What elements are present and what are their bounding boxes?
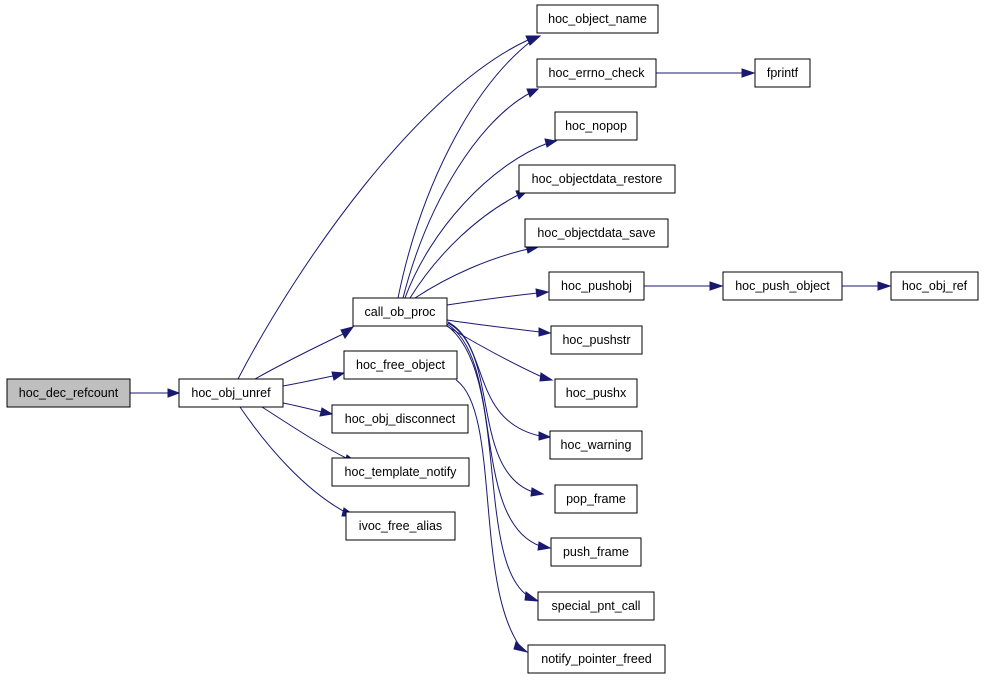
- node-hoc-pushx[interactable]: hoc_pushx: [554, 378, 638, 408]
- arrowhead-hoc-obj-ref: [877, 281, 892, 291]
- node-label: hoc_pushobj: [561, 279, 632, 293]
- node-hoc-free-object[interactable]: hoc_free_object: [343, 350, 458, 380]
- node-hoc-push-object[interactable]: hoc_push_object: [722, 271, 843, 301]
- node-hoc-object-name[interactable]: hoc_object_name: [536, 4, 659, 34]
- node-hoc-pushstr[interactable]: hoc_pushstr: [550, 325, 643, 355]
- arrowhead-notify-pointer-freed: [513, 641, 529, 653]
- edge-call-ob-proc-to-hoc-pushstr: [446, 319, 541, 333]
- node-push-frame[interactable]: push_frame: [550, 537, 642, 567]
- arrowhead-push-frame: [537, 541, 552, 551]
- node-hoc-template-notify[interactable]: hoc_template_notify: [331, 457, 470, 487]
- edges-layer: [130, 39, 878, 646]
- node-hoc-obj-unref[interactable]: hoc_obj_unref: [178, 378, 284, 408]
- node-label: hoc_obj_ref: [902, 279, 968, 293]
- node-hoc-dec-refcount[interactable]: hoc_dec_refcount: [6, 378, 131, 408]
- edge-call-ob-proc-to-hoc-pushobj: [446, 292, 539, 306]
- node-label: hoc_errno_check: [549, 66, 646, 80]
- edge-call-ob-proc-to-hoc-errno-check: [402, 92, 531, 299]
- node-call-ob-proc[interactable]: call_ob_proc: [352, 297, 448, 327]
- node-ivoc-free-alias[interactable]: ivoc_free_alias: [345, 511, 456, 541]
- node-hoc-pushobj[interactable]: hoc_pushobj: [548, 271, 645, 301]
- node-label: hoc_pushx: [566, 386, 627, 400]
- node-label: fprintf: [767, 66, 799, 80]
- node-notify-pointer-freed[interactable]: notify_pointer_freed: [527, 644, 666, 674]
- arrowhead-hoc-obj-disconnect: [319, 407, 334, 417]
- edge-call-ob-proc-to-hoc-objectdata-save: [414, 248, 529, 299]
- edge-hoc-free-object-to-notify-pointer-freed: [455, 379, 520, 646]
- edge-hoc-obj-unref-to-call-ob-proc: [254, 333, 344, 380]
- edge-hoc-obj-unref-to-ivoc-free-alias: [239, 406, 346, 513]
- node-label: notify_pointer_freed: [541, 652, 652, 666]
- node-hoc-objectdata-restore[interactable]: hoc_objectdata_restore: [518, 164, 676, 194]
- edge-call-ob-proc-to-hoc-object-name: [397, 41, 531, 299]
- edge-call-ob-proc-to-hoc-objectdata-restore: [409, 194, 519, 299]
- node-special-pnt-call[interactable]: special_pnt_call: [537, 591, 655, 621]
- node-hoc-nopop[interactable]: hoc_nopop: [554, 111, 638, 141]
- edge-call-ob-proc-to-pop-frame: [447, 322, 534, 493]
- arrowhead-hoc-pushx: [539, 372, 554, 382]
- node-label: hoc_dec_refcount: [19, 386, 119, 400]
- arrowhead-hoc-nopop: [544, 138, 558, 148]
- arrowhead-hoc-pushobj: [535, 288, 550, 298]
- node-label: call_ob_proc: [365, 305, 436, 319]
- edge-hoc-obj-unref-to-hoc-obj-disconnect: [282, 402, 323, 413]
- node-hoc-obj-ref[interactable]: hoc_obj_ref: [890, 271, 979, 301]
- node-label: hoc_nopop: [565, 119, 627, 133]
- node-label: hoc_template_notify: [345, 465, 458, 479]
- arrows-layer: [167, 35, 892, 653]
- nodes-layer: hoc_dec_refcount hoc_obj_unref call_ob_p…: [6, 4, 979, 674]
- node-label: hoc_obj_disconnect: [345, 412, 456, 426]
- node-label: ivoc_free_alias: [359, 519, 442, 533]
- node-hoc-errno-check[interactable]: hoc_errno_check: [536, 58, 657, 88]
- edge-hoc-obj-unref-to-hoc-template-notify: [261, 406, 349, 460]
- arrowhead-hoc-obj-unref: [167, 388, 181, 398]
- node-label: hoc_objectdata_save: [537, 226, 655, 240]
- arrowhead-hoc-errno-check: [526, 88, 540, 98]
- arrowhead-hoc-object-name: [525, 35, 542, 46]
- arrowhead-fprintf: [741, 68, 756, 78]
- edge-call-ob-proc-to-hoc-pushx: [444, 324, 543, 378]
- edge-call-ob-proc-to-hoc-nopop: [404, 142, 549, 299]
- node-label: pop_frame: [566, 492, 626, 506]
- arrowhead-pop-frame: [530, 487, 545, 497]
- arrowhead-hoc-push-object: [709, 281, 724, 291]
- node-hoc-objectdata-save[interactable]: hoc_objectdata_save: [524, 218, 669, 248]
- node-pop-frame[interactable]: pop_frame: [554, 484, 638, 514]
- node-label: hoc_warning: [561, 438, 632, 452]
- node-fprintf[interactable]: fprintf: [754, 58, 811, 88]
- node-label: hoc_free_object: [356, 358, 445, 372]
- node-hoc-warning[interactable]: hoc_warning: [549, 430, 643, 460]
- arrowhead-hoc-warning: [538, 431, 552, 441]
- edge-call-ob-proc-to-push-frame: [446, 323, 541, 547]
- node-label: hoc_objectdata_restore: [532, 172, 663, 186]
- edge-call-ob-proc-to-special-pnt-call: [445, 324, 529, 597]
- node-label: hoc_pushstr: [562, 333, 630, 347]
- edge-hoc-obj-unref-to-hoc-free-object: [282, 375, 334, 387]
- node-hoc-obj-disconnect[interactable]: hoc_obj_disconnect: [331, 404, 469, 434]
- arrowhead-hoc-pushstr: [538, 327, 552, 337]
- node-label: hoc_push_object: [735, 279, 830, 293]
- node-label: hoc_object_name: [548, 12, 647, 26]
- arrowhead-special-pnt-call: [524, 591, 540, 602]
- arrowhead-call-ob-proc: [340, 326, 355, 339]
- edge-hoc-obj-unref-to-hoc-object-name: [237, 39, 529, 380]
- node-label: push_frame: [563, 545, 629, 559]
- node-label: hoc_obj_unref: [191, 386, 271, 400]
- node-label: special_pnt_call: [552, 599, 641, 613]
- arrowhead-hoc-free-object: [331, 371, 346, 381]
